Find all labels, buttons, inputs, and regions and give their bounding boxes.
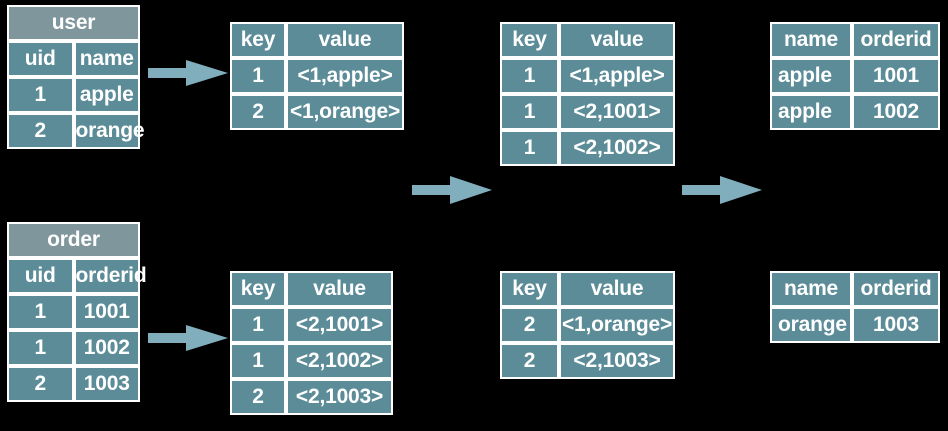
- table-row: 2 <2,1003>: [230, 379, 393, 415]
- map-order-cell-value: <2,1001>: [286, 307, 393, 343]
- result-apple-cell-name: apple: [770, 94, 852, 130]
- result-orange-cell-name: orange: [770, 307, 852, 343]
- map-order-col-key: key: [230, 271, 286, 307]
- reduce1-cell-key: 1: [500, 58, 559, 94]
- join-result-orange-table: name orderid orange 1003: [770, 271, 940, 343]
- map-order-cell-key: 1: [230, 343, 286, 379]
- table-title-row: order: [7, 222, 140, 258]
- table-title-row: user: [7, 5, 140, 41]
- reduce2-cell-key: 2: [500, 307, 559, 343]
- user-cell-name: apple: [73, 77, 140, 113]
- user-table: user uid name 1 apple 2 orange: [7, 5, 145, 149]
- map-order-cell-value: <2,1003>: [286, 379, 393, 415]
- reduce1-cell-value: <2,1001>: [559, 94, 675, 130]
- table-row: 1 <2,1002>: [230, 343, 393, 379]
- order-cell-orderid: 1001: [73, 294, 140, 330]
- table-header-row: uid orderid: [7, 258, 147, 294]
- user-col-uid: uid: [7, 41, 74, 77]
- order-cell-uid: 1: [7, 330, 74, 366]
- user-cell-uid: 1: [7, 77, 74, 113]
- order-table: order uid orderid 1 1001 1 1002 2 1003: [7, 222, 147, 402]
- arrow-user-to-map-icon: [148, 57, 228, 89]
- map-user-col-value: value: [286, 22, 404, 58]
- reduce1-col-value: value: [559, 22, 675, 58]
- user-cell-uid: 2: [7, 113, 74, 149]
- order-col-orderid: orderid: [73, 258, 147, 294]
- table-row: 1 apple: [7, 77, 140, 113]
- order-cell-uid: 1: [7, 294, 74, 330]
- table-row: 1 <2,1001>: [500, 94, 675, 130]
- order-cell-orderid: 1003: [73, 366, 140, 402]
- arrow-shuffle-to-result-icon: [682, 172, 762, 208]
- table-header-row: key value: [500, 22, 675, 58]
- arrow-order-to-map-icon: [148, 322, 228, 354]
- result-apple-cell-orderid: 1002: [852, 94, 940, 130]
- map-order-cell-key: 2: [230, 379, 286, 415]
- map-user-cell-value: <1,apple>: [286, 58, 404, 94]
- map-output-order-table: key value 1 <2,1001> 1 <2,1002> 2 <2,100…: [230, 271, 393, 415]
- order-cell-orderid: 1002: [73, 330, 140, 366]
- result-apple-cell-name: apple: [770, 58, 852, 94]
- table-row: orange 1003: [770, 307, 940, 343]
- table-row: 2 orange: [7, 113, 145, 149]
- table-header-row: key value: [230, 22, 404, 58]
- table-row: 1 <1,apple>: [230, 58, 404, 94]
- map-user-cell-key: 2: [230, 94, 286, 130]
- table-header-row: uid name: [7, 41, 140, 77]
- map-user-cell-value: <1,orange>: [286, 94, 404, 130]
- table-row: 2 <2,1003>: [500, 343, 675, 379]
- table-row: 1 <1,apple>: [500, 58, 675, 94]
- table-row: 1 <2,1001>: [230, 307, 393, 343]
- table-header-row: key value: [500, 271, 675, 307]
- order-col-uid: uid: [7, 258, 74, 294]
- reduce2-col-value: value: [559, 271, 675, 307]
- map-order-cell-value: <2,1002>: [286, 343, 393, 379]
- user-table-title: user: [7, 5, 140, 41]
- reduce1-cell-value: <2,1002>: [559, 130, 675, 166]
- result-apple-cell-orderid: 1001: [852, 58, 940, 94]
- join-result-apple-table: name orderid apple 1001 apple 1002: [770, 22, 940, 130]
- table-header-row: name orderid: [770, 271, 940, 307]
- order-cell-uid: 2: [7, 366, 74, 402]
- table-row: apple 1002: [770, 94, 940, 130]
- reduce1-col-key: key: [500, 22, 559, 58]
- map-order-col-value: value: [286, 271, 393, 307]
- reduce2-cell-key: 2: [500, 343, 559, 379]
- table-row: 2 <1,orange>: [500, 307, 675, 343]
- reduce2-cell-value: <2,1003>: [559, 343, 675, 379]
- reduce2-cell-value: <1,orange>: [559, 307, 675, 343]
- table-header-row: key value: [230, 271, 393, 307]
- result-orange-col-orderid: orderid: [852, 271, 940, 307]
- user-col-name: name: [73, 41, 140, 77]
- table-row: apple 1001: [770, 58, 940, 94]
- result-orange-col-name: name: [770, 271, 852, 307]
- reduce1-cell-value: <1,apple>: [559, 58, 675, 94]
- reduce-input-key1-table: key value 1 <1,apple> 1 <2,1001> 1 <2,10…: [500, 22, 675, 166]
- reduce2-col-key: key: [500, 271, 559, 307]
- table-row: 1 1002: [7, 330, 140, 366]
- reduce1-cell-key: 1: [500, 130, 559, 166]
- order-table-title: order: [7, 222, 140, 258]
- table-header-row: name orderid: [770, 22, 940, 58]
- result-apple-col-orderid: orderid: [852, 22, 940, 58]
- user-cell-name: orange: [73, 113, 145, 149]
- map-user-cell-key: 1: [230, 58, 286, 94]
- result-orange-cell-orderid: 1003: [852, 307, 940, 343]
- reduce-input-key2-table: key value 2 <1,orange> 2 <2,1003>: [500, 271, 675, 379]
- map-output-user-table: key value 1 <1,apple> 2 <1,orange>: [230, 22, 404, 130]
- table-row: 1 1001: [7, 294, 140, 330]
- reduce1-cell-key: 1: [500, 94, 559, 130]
- arrow-map-to-shuffle-icon: [412, 172, 492, 208]
- table-row: 2 <1,orange>: [230, 94, 404, 130]
- map-user-col-key: key: [230, 22, 286, 58]
- result-apple-col-name: name: [770, 22, 852, 58]
- table-row: 2 1003: [7, 366, 140, 402]
- table-row: 1 <2,1002>: [500, 130, 675, 166]
- map-order-cell-key: 1: [230, 307, 286, 343]
